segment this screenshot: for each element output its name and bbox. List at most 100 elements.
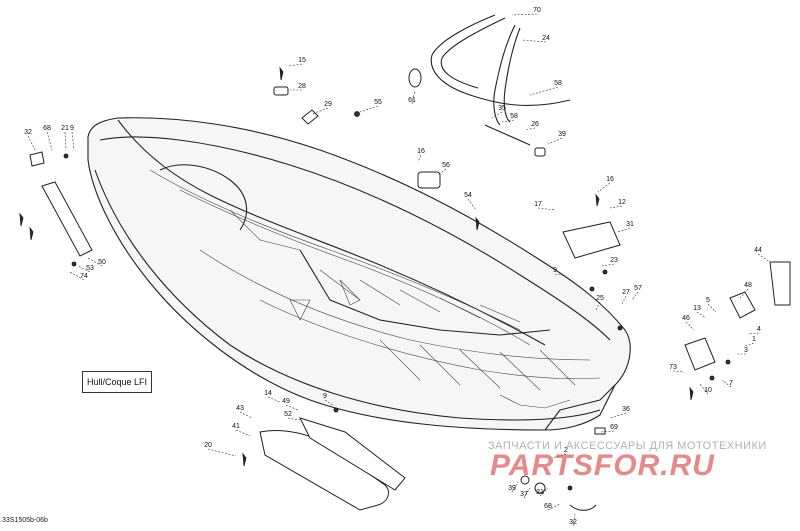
callout-10: 10 bbox=[704, 387, 712, 394]
callout-74: 74 bbox=[80, 273, 88, 280]
hull-label-box: Hull/Coque LFI bbox=[82, 371, 152, 393]
callout-68: 68 bbox=[43, 125, 51, 132]
callout-56: 56 bbox=[442, 162, 450, 169]
callout-leader-39 bbox=[511, 481, 519, 493]
callout-leader-20 bbox=[207, 448, 237, 457]
callout-leader-37 bbox=[523, 487, 531, 499]
callout-leader-2 bbox=[551, 453, 567, 459]
callout-35: 35 bbox=[498, 105, 506, 112]
callout-26: 26 bbox=[531, 121, 539, 128]
callout-leader-14 bbox=[267, 396, 281, 403]
callout-leader-53 bbox=[77, 265, 91, 273]
callout-2: 2 bbox=[564, 447, 568, 454]
callout-20: 20 bbox=[204, 442, 212, 449]
callout-31: 31 bbox=[626, 221, 634, 228]
callout-leader-49 bbox=[285, 404, 299, 411]
callout-9: 9 bbox=[70, 125, 74, 132]
callout-15: 15 bbox=[298, 57, 306, 64]
callout-16: 16 bbox=[417, 148, 425, 155]
callout-leader-61 bbox=[411, 89, 416, 105]
callout-57: 57 bbox=[634, 285, 642, 292]
callout-7: 7 bbox=[729, 380, 733, 387]
callout-24: 24 bbox=[542, 35, 550, 42]
callout-leader-55 bbox=[359, 105, 379, 113]
callout-leader-46 bbox=[685, 321, 695, 331]
callout-leader-70 bbox=[511, 13, 538, 16]
hull-body bbox=[87, 117, 631, 431]
callout-leader-68 bbox=[547, 503, 561, 511]
callout-39: 39 bbox=[508, 485, 516, 492]
callout-44: 44 bbox=[754, 247, 762, 254]
callout-5: 5 bbox=[706, 297, 710, 304]
callout-48: 48 bbox=[744, 282, 752, 289]
callout-9: 9 bbox=[323, 393, 327, 400]
callout-69: 69 bbox=[610, 424, 618, 431]
callout-leader-10 bbox=[699, 383, 709, 395]
callout-3: 3 bbox=[744, 347, 748, 354]
callout-leader-9 bbox=[324, 399, 335, 407]
callout-73: 73 bbox=[669, 364, 677, 371]
callout-25: 25 bbox=[596, 295, 604, 302]
callout-leader-31 bbox=[617, 227, 631, 233]
callout-leader-26 bbox=[524, 127, 536, 131]
callout-leader-50 bbox=[87, 257, 103, 267]
callout-27: 27 bbox=[622, 289, 630, 296]
callout-49: 49 bbox=[282, 398, 290, 405]
callout-leader-21 bbox=[539, 487, 549, 497]
callout-58: 58 bbox=[510, 113, 518, 120]
callout-leader-41 bbox=[235, 429, 251, 437]
callout-41: 41 bbox=[232, 423, 240, 430]
callout-39: 39 bbox=[558, 131, 566, 138]
callout-leader-36 bbox=[609, 412, 627, 419]
callout-28: 28 bbox=[298, 83, 306, 90]
callout-leader-74 bbox=[69, 271, 85, 281]
callout-leader-17 bbox=[537, 207, 557, 211]
callout-32: 32 bbox=[24, 129, 32, 136]
callout-13: 13 bbox=[693, 305, 701, 312]
vent-hoses bbox=[408, 14, 571, 157]
callout-23: 23 bbox=[610, 257, 618, 264]
callout-29: 29 bbox=[324, 101, 332, 108]
callout-55: 55 bbox=[374, 99, 382, 106]
callout-leader-56 bbox=[437, 168, 447, 176]
callout-leader-9 bbox=[71, 131, 75, 151]
callout-50: 50 bbox=[98, 259, 106, 266]
callout-4: 4 bbox=[757, 326, 761, 333]
callout-leader-5 bbox=[707, 303, 717, 313]
callout-21: 21 bbox=[61, 125, 69, 132]
callout-58: 58 bbox=[554, 80, 562, 87]
callout-leader-52 bbox=[287, 417, 301, 421]
callout-12: 12 bbox=[618, 199, 626, 206]
callout-leader-16 bbox=[597, 182, 611, 193]
callout-52: 52 bbox=[284, 411, 292, 418]
callout-1: 1 bbox=[752, 336, 756, 343]
callout-leader-58 bbox=[529, 86, 559, 96]
callout-leader-44 bbox=[757, 253, 771, 263]
callout-leader-27 bbox=[621, 295, 627, 305]
callout-43: 43 bbox=[236, 405, 244, 412]
callout-leader-24 bbox=[521, 39, 547, 43]
callout-9: 9 bbox=[553, 267, 557, 274]
callout-leader-73 bbox=[672, 370, 685, 373]
callout-leader-35 bbox=[491, 111, 503, 119]
callout-leader-68 bbox=[46, 131, 53, 151]
callout-17: 17 bbox=[534, 201, 542, 208]
callout-leader-1 bbox=[743, 342, 755, 347]
callout-leader-69 bbox=[599, 430, 615, 433]
reference-code: 33S1505b-06b bbox=[2, 517, 48, 524]
callout-leader-43 bbox=[239, 411, 253, 419]
callout-32: 32 bbox=[569, 519, 577, 526]
callout-leader-39 bbox=[547, 137, 563, 145]
callout-21: 21 bbox=[536, 489, 544, 496]
callout-46: 46 bbox=[682, 315, 690, 322]
callout-leader-9 bbox=[554, 273, 567, 277]
callout-leader-54 bbox=[467, 198, 477, 211]
callout-leader-57 bbox=[631, 291, 639, 301]
callout-leader-13 bbox=[696, 311, 707, 319]
callout-leader-15 bbox=[287, 63, 303, 67]
callout-36: 36 bbox=[622, 406, 630, 413]
callout-68: 68 bbox=[544, 503, 552, 510]
callout-leader-23 bbox=[601, 263, 615, 267]
